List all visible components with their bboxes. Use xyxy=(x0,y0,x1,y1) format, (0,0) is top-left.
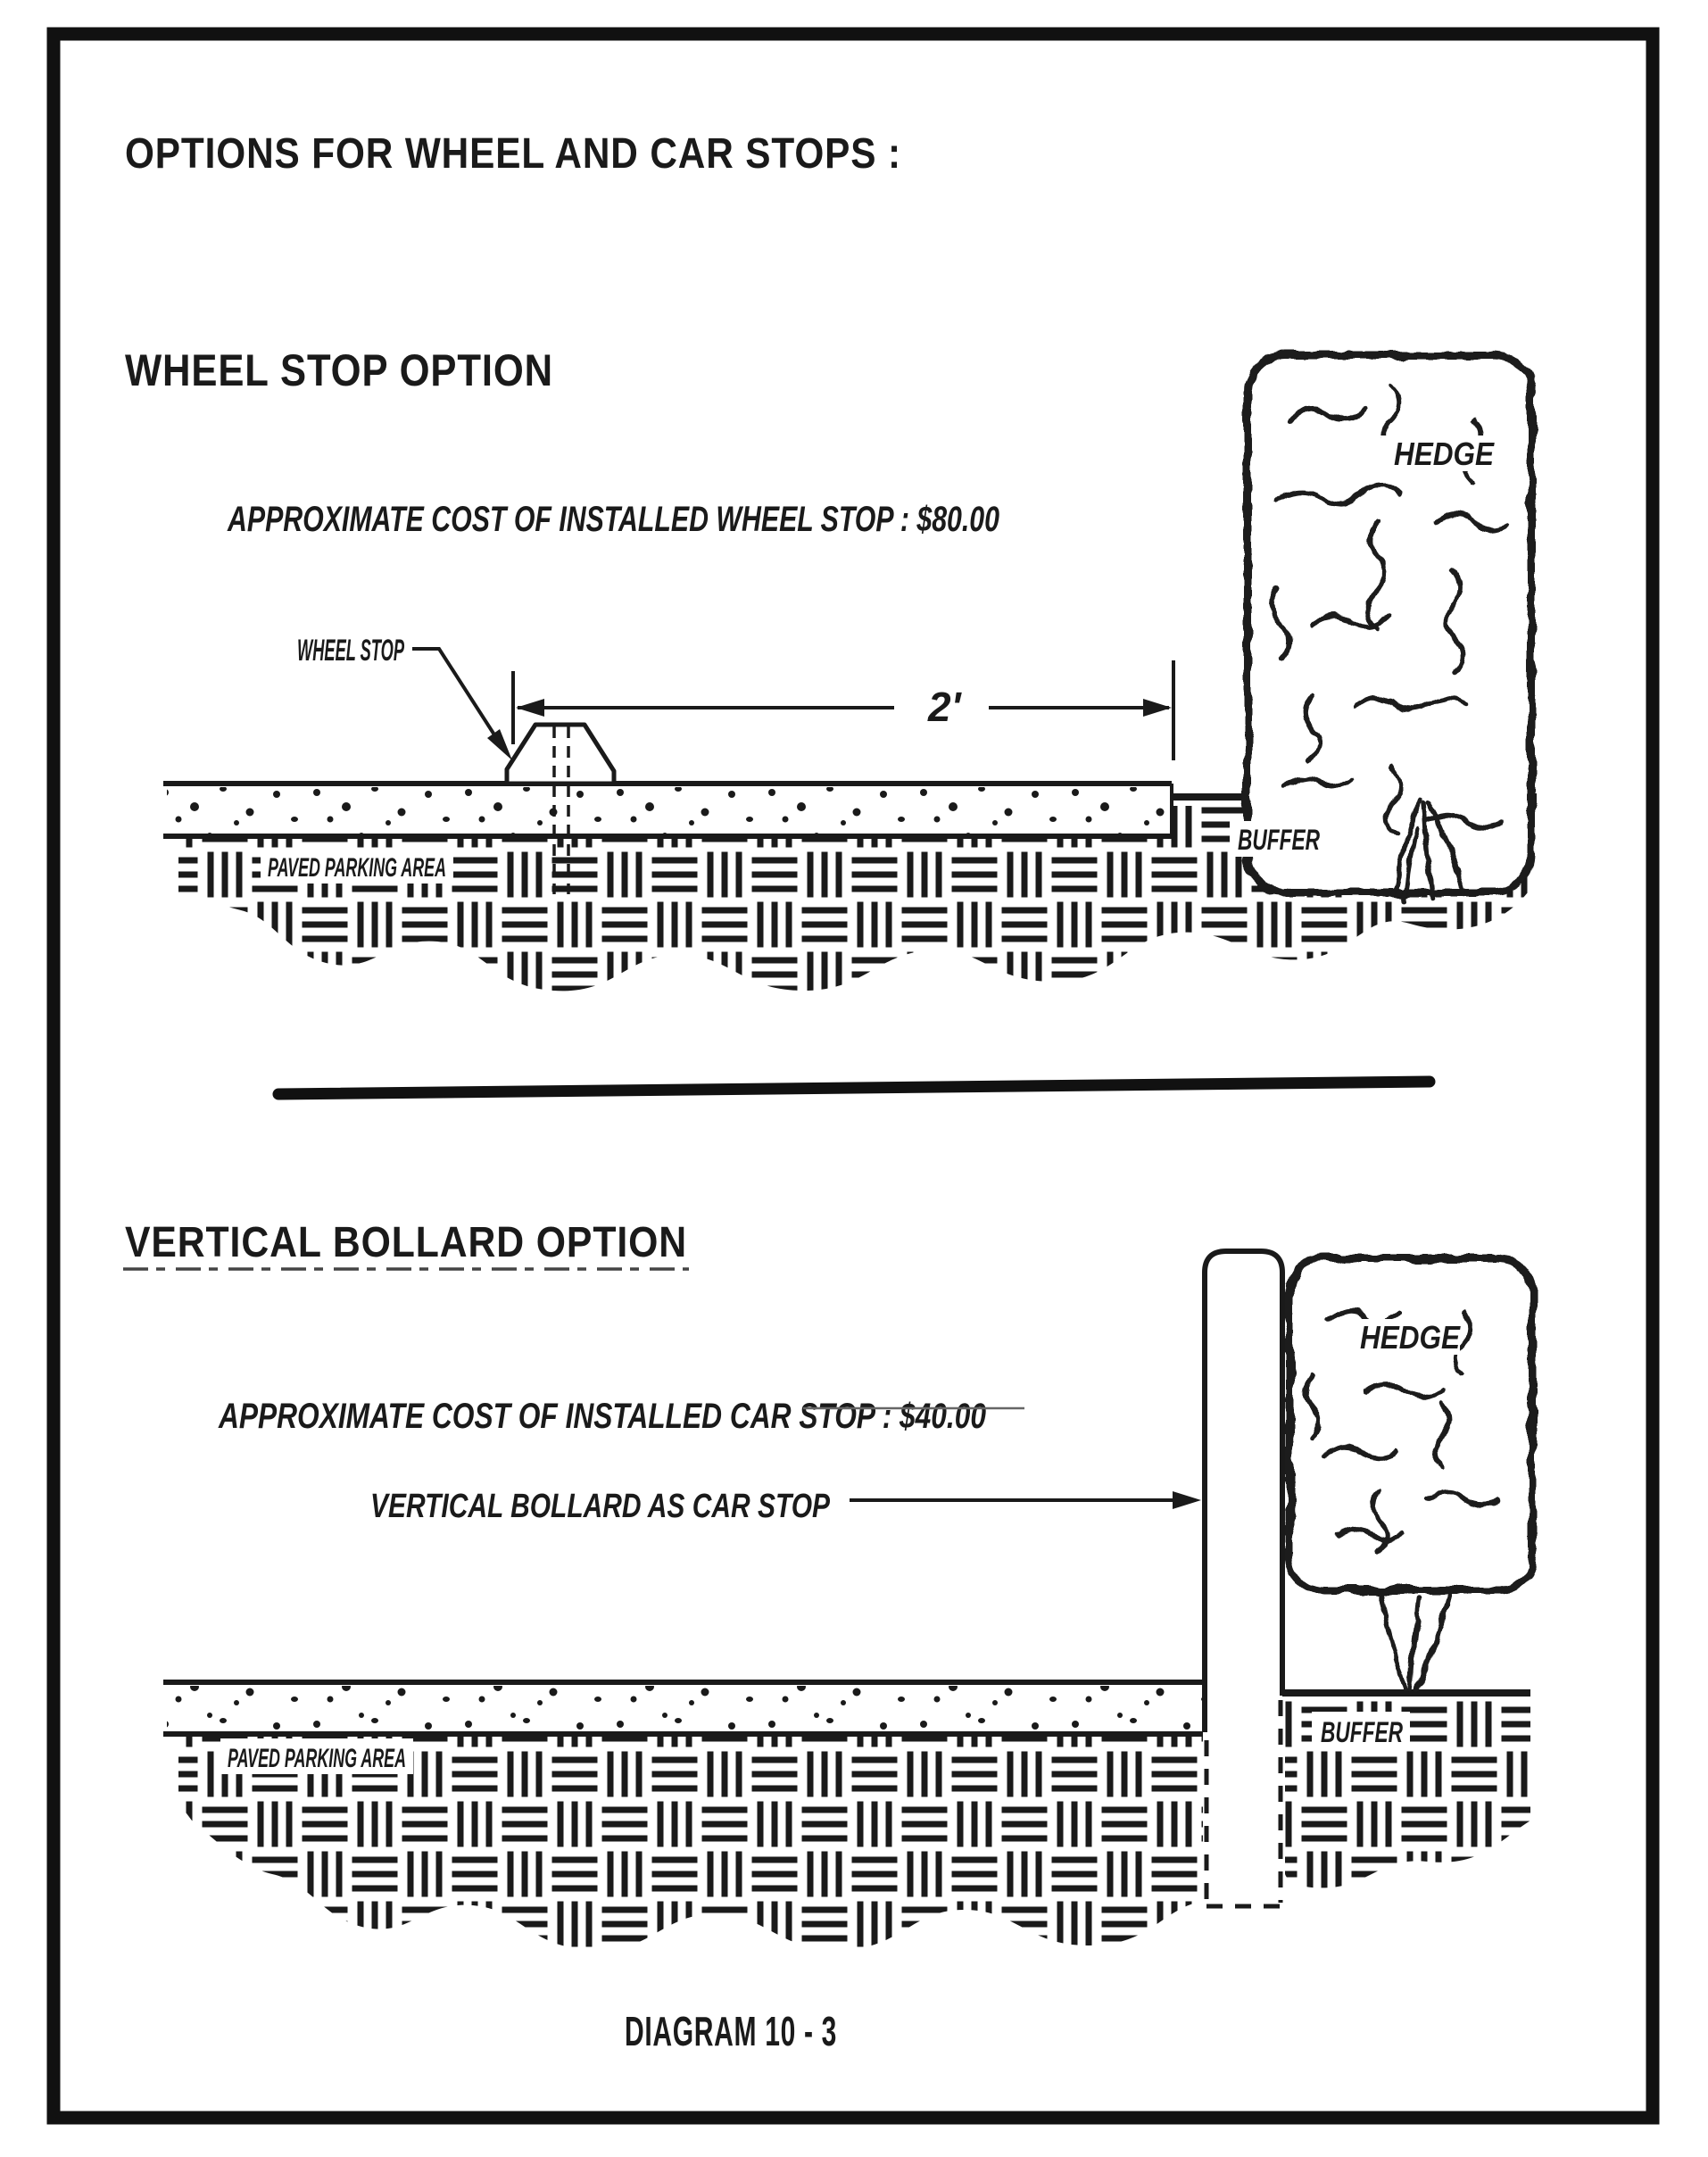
hedge-foliage-squiggles-bottom xyxy=(1303,1309,1500,1554)
dimension-arrow-right xyxy=(1143,699,1172,717)
paved-label-halo-top xyxy=(261,848,453,884)
bollard xyxy=(1202,1249,1285,1732)
dimension-2ft: 2' xyxy=(511,660,1175,760)
hedge-outline-bottom xyxy=(1285,1254,1537,1595)
subgrade-hatch-bottom-left xyxy=(178,1737,1203,1951)
hedge-trunk-top xyxy=(1391,797,1466,902)
buffer-label-halo-bottom xyxy=(1312,1712,1410,1749)
bollard-label: VERTICAL BOLLARD AS CAR STOP xyxy=(370,1488,831,1525)
pavement-stipple xyxy=(167,787,1170,834)
page-border xyxy=(46,27,1660,2125)
hedge-label-halo xyxy=(1381,436,1501,471)
paved-parking-area-label-top: PAVED PARKING AREA xyxy=(268,853,446,883)
wheel-stop-leader-line xyxy=(412,647,507,753)
wheel-cost-note: APPROXIMATE COST OF INSTALLED WHEEL STOP… xyxy=(227,500,999,539)
bollard-underground-dashed xyxy=(1204,1700,1283,1909)
bollard-section-heading: VERTICAL BOLLARD OPTION xyxy=(125,1219,687,1266)
paved-label-halo-bottom xyxy=(220,1738,413,1774)
bollard-leader-arrowhead xyxy=(1173,1491,1201,1509)
pavement-bottom-section xyxy=(163,1680,1203,1737)
bollard-section: VERTICAL BOLLARD OPTION APPROXIMATE COST… xyxy=(123,1219,1537,1951)
hedge-bottom xyxy=(1285,1254,1537,1595)
hedge-label-bottom: HEDGE xyxy=(1360,1319,1461,1356)
wheel-section-heading: WHEEL STOP OPTION xyxy=(125,345,553,395)
dimension-arrow-left xyxy=(516,699,544,717)
bollard-cost-note: APPROXIMATE COST OF INSTALLED CAR STOP :… xyxy=(218,1397,986,1436)
subgrade-hatch-top xyxy=(178,806,1528,991)
pavement-stipple-lower xyxy=(167,1686,1203,1730)
hedge-trunk-bottom xyxy=(1379,1593,1453,1693)
wheel-stop-leader-arrowhead xyxy=(487,729,512,760)
hedge-foliage-squiggles xyxy=(1270,383,1509,836)
hedge-outline xyxy=(1243,351,1536,897)
hedge-label-halo-bottom xyxy=(1347,1319,1460,1355)
section-divider xyxy=(272,1075,1436,1100)
wheel-stop-section: WHEEL STOP OPTION APPROXIMATE COST OF IN… xyxy=(125,345,1537,991)
buffer-label-top: BUFFER xyxy=(1238,824,1320,856)
buffer-label-halo-top xyxy=(1230,821,1328,857)
buffer-label-bottom: BUFFER xyxy=(1321,1716,1403,1748)
paved-parking-area-label-bottom: PAVED PARKING AREA xyxy=(228,1744,406,1773)
diagram-caption: DIAGRAM 10 - 3 xyxy=(625,2008,837,2054)
hedge-label-top: HEDGE xyxy=(1394,436,1495,472)
pavement-top-section xyxy=(163,781,1173,839)
wheel-stop-label: WHEEL STOP xyxy=(297,634,404,668)
hedge-top xyxy=(1243,351,1536,897)
dimension-label: 2' xyxy=(927,684,963,730)
page-title: OPTIONS FOR WHEEL AND CAR STOPS : xyxy=(125,130,901,178)
rebar-dashed-lines xyxy=(552,726,570,894)
wheel-stop-shape xyxy=(504,722,617,786)
